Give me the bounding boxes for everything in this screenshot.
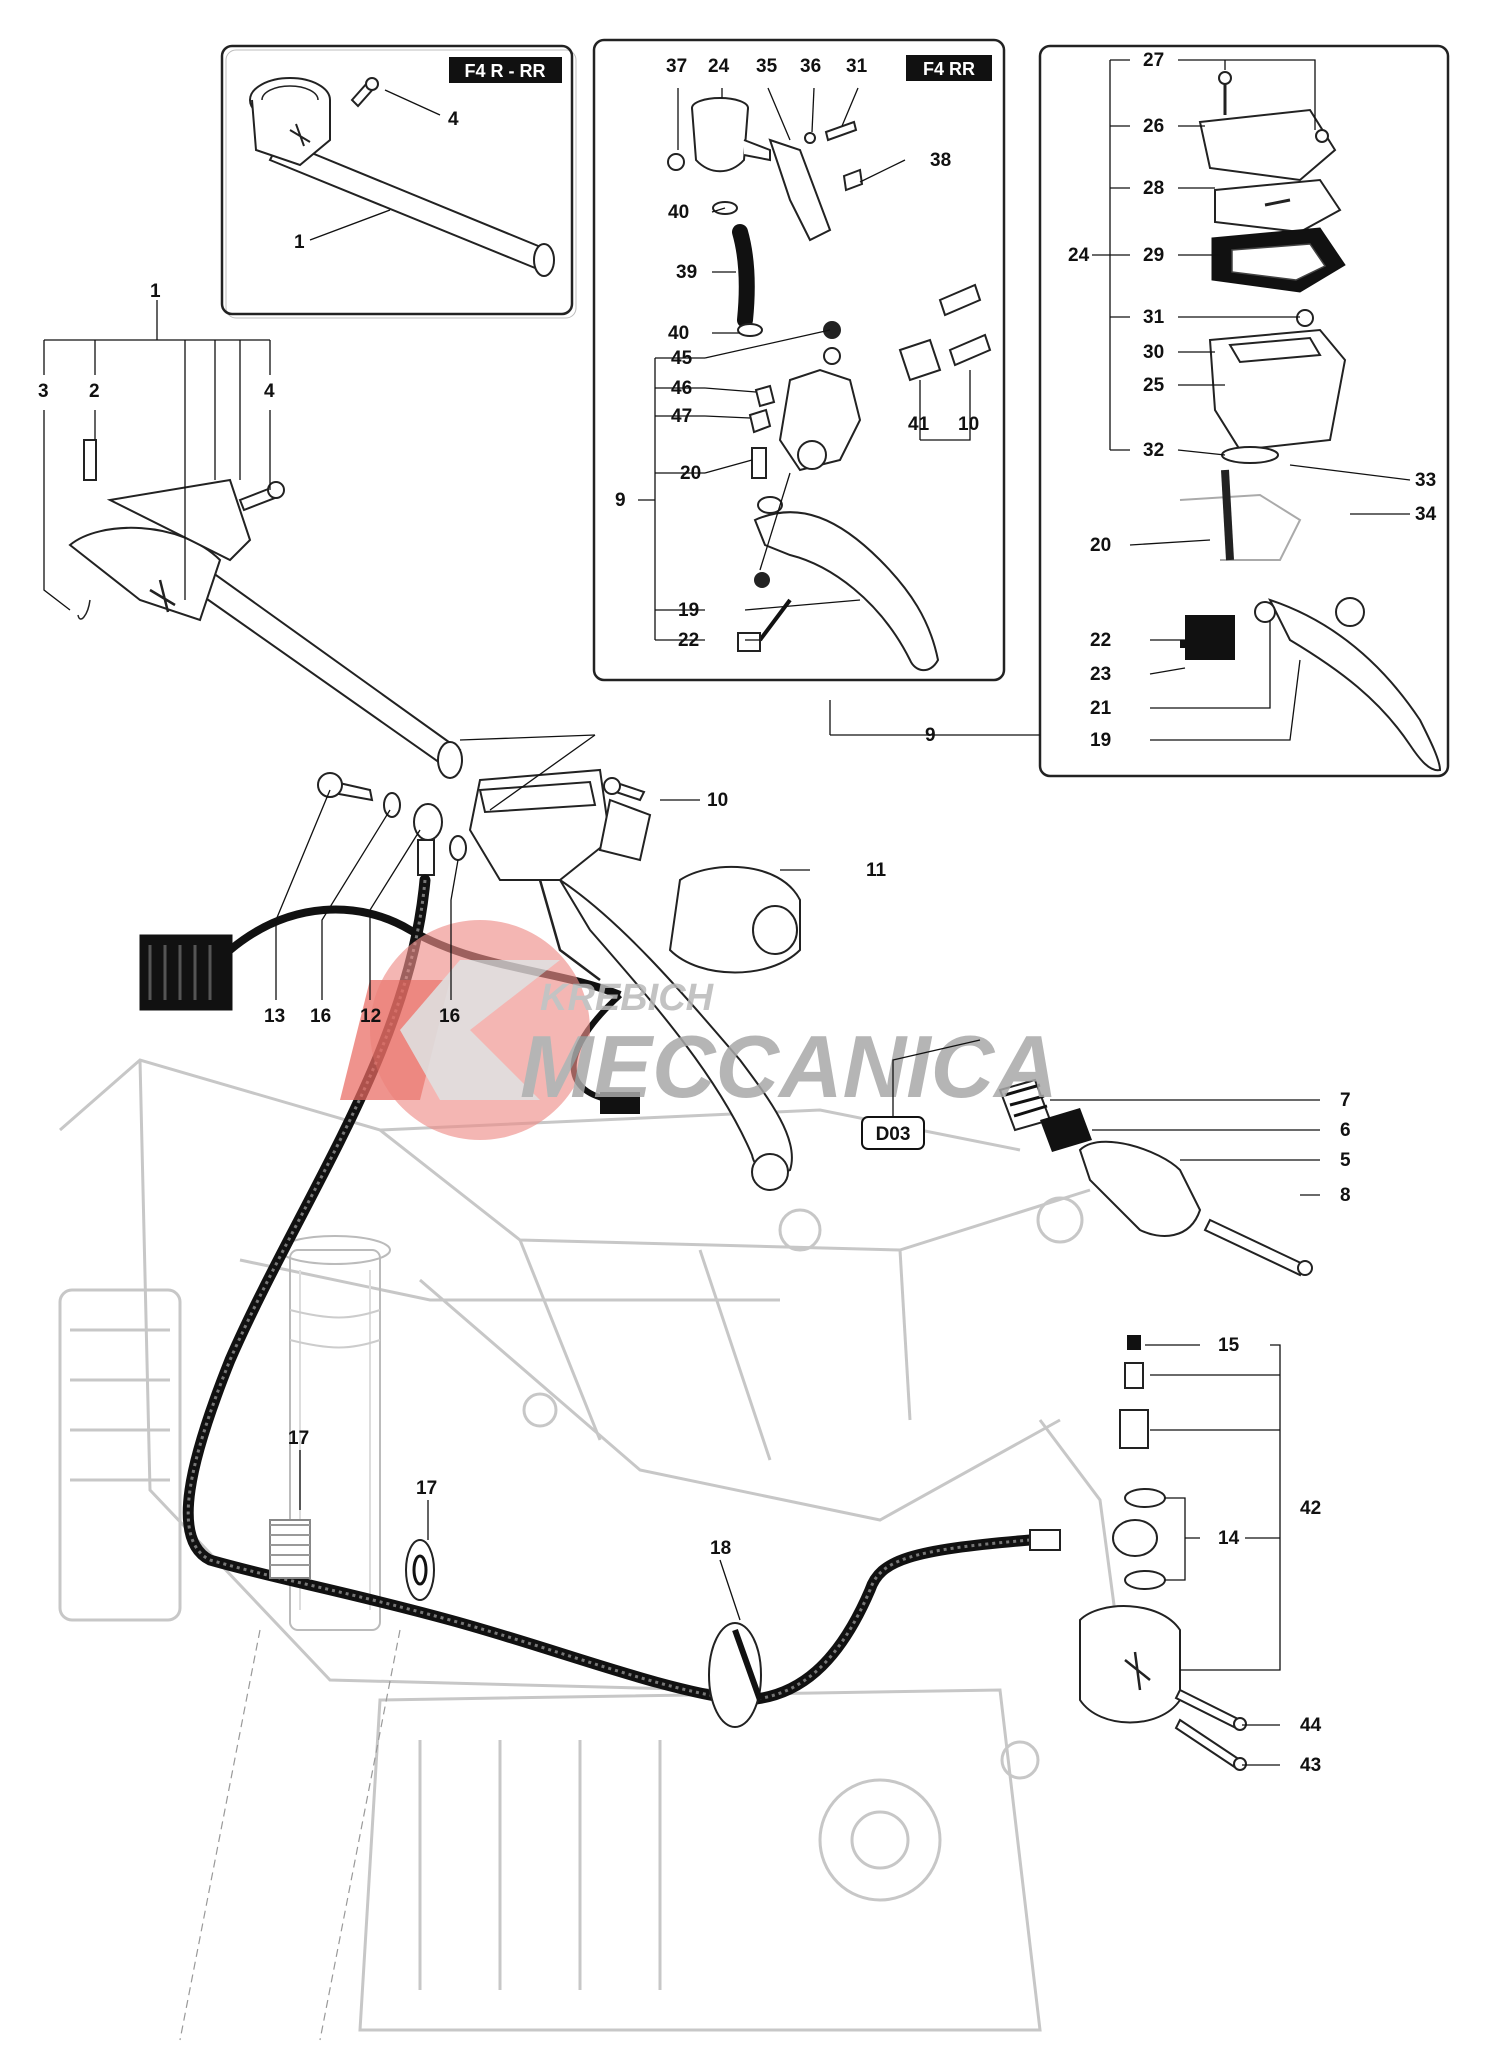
- callout-16-right: 16: [439, 1006, 460, 1027]
- motorcycle-frame-outline: [58, 1058, 1122, 2032]
- callout-8: 8: [1340, 1185, 1351, 1206]
- callout-2: 2: [89, 381, 100, 402]
- callout-33: 33: [1415, 470, 1436, 491]
- callout-31: 31: [1143, 307, 1165, 328]
- callout-31-inset: 31: [846, 56, 868, 77]
- callout-42: 42: [1300, 1498, 1321, 1519]
- callout-46: 46: [671, 378, 692, 399]
- callout-19: 19: [1090, 730, 1111, 751]
- callout-22-inset: 22: [678, 630, 699, 651]
- callout-18: 18: [710, 1538, 731, 1559]
- inset-f4rr: F4 RR: [592, 38, 1006, 682]
- inset-f4r-rr: F4 R - RR: [220, 44, 577, 319]
- main-assembly: [68, 439, 1313, 1771]
- callout-labels: 4 1 1 3 2 4 37 24 35 36 31 38 40 39 40 4…: [38, 50, 1437, 1776]
- callout-28: 28: [1143, 178, 1164, 199]
- reference-box-label: D03: [876, 1124, 911, 1145]
- callout-23: 23: [1090, 664, 1111, 685]
- watermark-text-1: KREBICH: [540, 977, 715, 1019]
- callout-17-left: 17: [288, 1428, 309, 1449]
- callout-1-inset: 1: [294, 232, 305, 253]
- callout-32: 32: [1143, 440, 1164, 461]
- callout-9-inset: 9: [615, 490, 626, 511]
- callout-20-inset: 20: [680, 463, 701, 484]
- callout-6: 6: [1340, 1120, 1351, 1141]
- callout-30: 30: [1143, 342, 1164, 363]
- callout-29: 29: [1143, 245, 1164, 266]
- callout-10-inset: 10: [958, 414, 979, 435]
- watermark-logo: KREBICH MECCANICA: [340, 920, 1058, 1140]
- callout-16-left: 16: [310, 1006, 331, 1027]
- callout-10: 10: [707, 790, 728, 811]
- callout-14: 14: [1218, 1528, 1240, 1549]
- callout-37: 37: [666, 56, 687, 77]
- callout-1: 1: [150, 281, 161, 302]
- callout-38: 38: [930, 150, 951, 171]
- callout-5: 5: [1340, 1150, 1351, 1171]
- callout-35: 35: [756, 56, 778, 77]
- inset-f4r-rr-tag: F4 R - RR: [465, 61, 546, 81]
- inset-f4rr-tag: F4 RR: [923, 59, 975, 79]
- callout-4-inset: 4: [448, 109, 459, 130]
- watermark-text-2: MECCANICA: [520, 1017, 1058, 1116]
- callout-43: 43: [1300, 1755, 1321, 1776]
- callout-25: 25: [1143, 375, 1165, 396]
- callout-20: 20: [1090, 535, 1111, 556]
- callout-27: 27: [1143, 50, 1164, 71]
- callout-40-top: 40: [668, 202, 689, 223]
- callout-26: 26: [1143, 116, 1164, 137]
- callout-24-inset: 24: [708, 56, 730, 77]
- callout-15: 15: [1218, 1335, 1240, 1356]
- callout-41: 41: [908, 414, 930, 435]
- callout-11: 11: [866, 860, 887, 881]
- callout-22: 22: [1090, 630, 1111, 651]
- callout-47: 47: [671, 406, 692, 427]
- callout-40-bottom: 40: [668, 323, 689, 344]
- callout-9: 9: [925, 725, 936, 746]
- callout-12: 12: [360, 1006, 381, 1027]
- callout-7: 7: [1340, 1090, 1351, 1111]
- reference-box-d03: D03: [861, 1039, 981, 1150]
- callout-39: 39: [676, 262, 697, 283]
- callout-17-right: 17: [416, 1478, 437, 1499]
- callout-13: 13: [264, 1006, 285, 1027]
- callout-21: 21: [1090, 698, 1112, 719]
- callout-3: 3: [38, 381, 49, 402]
- callout-19-inset: 19: [678, 600, 699, 621]
- callout-4: 4: [264, 381, 275, 402]
- callout-24: 24: [1068, 245, 1090, 266]
- callout-36: 36: [800, 56, 821, 77]
- callout-45: 45: [671, 348, 693, 369]
- callout-34: 34: [1415, 504, 1437, 525]
- inset-right-variant: [1038, 44, 1450, 778]
- callout-44: 44: [1300, 1715, 1322, 1736]
- leader-lines: [43, 59, 1411, 1766]
